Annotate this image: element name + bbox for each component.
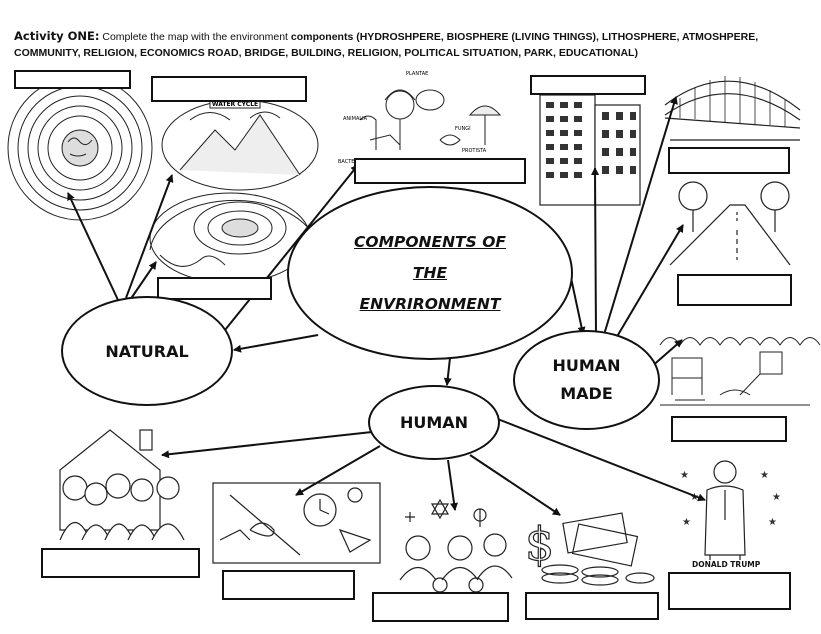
biosphere-label-protista: PROTISTA	[462, 148, 487, 154]
atmosphere-layers-icon	[7, 75, 153, 221]
bridge-icon	[664, 76, 801, 141]
answer-box-park[interactable]	[671, 416, 787, 442]
center-oval: COMPONENTS OF THE ENVRIRONMENT	[287, 186, 573, 360]
politician-icon: ★★★ ★★★	[680, 460, 781, 560]
components-label: components	[290, 31, 354, 43]
human-made-oval: HUMAN MADE	[513, 330, 660, 430]
biosphere-label-bacteria: BACTERIA	[338, 159, 363, 165]
education-icon	[212, 482, 381, 564]
answer-box-bridge[interactable]	[668, 147, 790, 174]
money-icon: $	[524, 512, 655, 586]
religion-icon	[399, 498, 513, 593]
answer-box-religion[interactable]	[372, 592, 509, 622]
svg-text:★: ★	[682, 517, 691, 528]
answer-box-economics[interactable]	[525, 592, 659, 620]
instruction-text: Complete the map with the environment	[99, 31, 291, 43]
activity-instructions: Activity ONE: Complete the map with the …	[14, 28, 814, 61]
answer-box-biosphere[interactable]	[354, 158, 526, 184]
svg-text:★: ★	[760, 470, 769, 481]
center-title-line1: COMPONENTS OF	[354, 232, 506, 251]
activity-label: Activity ONE:	[14, 29, 100, 43]
community-icon	[59, 429, 185, 541]
svg-text:★: ★	[772, 492, 781, 503]
biosphere-icon	[359, 89, 502, 150]
park-icon	[659, 337, 821, 406]
politician-caption: DONALD TRUMP	[692, 560, 761, 569]
earth-layers-icon	[149, 192, 311, 284]
human-oval: HUMAN	[368, 385, 500, 460]
natural-oval: NATURAL	[61, 296, 233, 406]
biosphere-label-plantae: PLANTAE	[406, 71, 428, 77]
svg-text:★: ★	[690, 492, 699, 503]
center-title-line3: ENVRIRONMENT	[359, 294, 501, 313]
answer-box-political-situation[interactable]	[668, 572, 791, 610]
answer-box-hydrosphere[interactable]	[151, 76, 307, 102]
components-list: (HYDROSHPERE, BIOSPHERE (LIVING THINGS),…	[14, 31, 759, 59]
svg-text:$: $	[525, 517, 554, 571]
answer-box-educational[interactable]	[222, 570, 355, 600]
answer-box-community[interactable]	[41, 548, 200, 578]
answer-box-road[interactable]	[677, 274, 792, 306]
natural-label: NATURAL	[105, 341, 189, 361]
answer-box-lithosphere[interactable]	[157, 277, 272, 300]
water-cycle-label: WATER CYCLE	[212, 101, 258, 108]
human-label: HUMAN	[399, 413, 469, 432]
road-icon	[669, 181, 791, 266]
svg-text:★: ★	[768, 517, 777, 528]
building-icon	[539, 94, 641, 206]
center-title-line2: THE	[412, 263, 448, 282]
svg-text:★: ★	[680, 470, 689, 481]
biosphere-label-animalia: ANIMALIA	[343, 116, 368, 122]
human-made-label-line1: HUMAN	[552, 356, 621, 375]
arrows	[67, 96, 706, 516]
answer-box-atmosphere[interactable]	[14, 70, 131, 89]
answer-box-building[interactable]	[530, 75, 646, 95]
biosphere-label-fungi: FUNGI	[455, 126, 471, 132]
water-cycle-icon	[161, 98, 319, 191]
human-made-label-line2: MADE	[560, 384, 613, 403]
